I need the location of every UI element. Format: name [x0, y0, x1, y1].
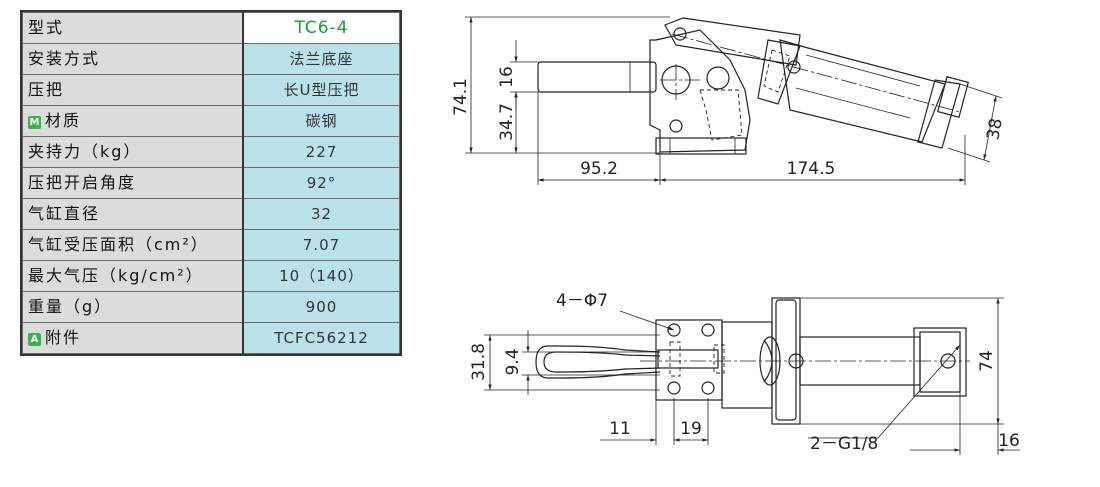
dim-hole-pitch: 19	[680, 419, 702, 439]
spec-row: M 材质 碳钢	[22, 105, 400, 137]
spec-label: 夹持力（kg）	[22, 136, 244, 168]
spec-value: TCFC56212	[242, 322, 400, 354]
spec-value: 32	[242, 198, 400, 230]
spec-value: 碳钢	[242, 105, 400, 137]
dim-port-offset: 16	[998, 431, 1020, 451]
dim-base-height: 34.7	[497, 103, 517, 141]
dim-width: 31.8	[469, 343, 489, 381]
spec-label: 最大气压（kg/cm²）	[22, 260, 244, 292]
accessory-badge-icon: A	[28, 333, 41, 346]
spec-label: 气缸直径	[22, 198, 244, 230]
top-view: 4－Φ7 31.8 9.4 11 19 2－G1/8 16 74	[469, 291, 1020, 455]
spec-label-cell: M 材质	[22, 105, 244, 137]
spec-row-model: 型式 TC6-4	[22, 12, 400, 44]
spec-row: 重量（g） 900	[22, 291, 400, 323]
spec-row: A 附件 TCFC56212	[22, 322, 400, 354]
dim-handle-width: 9.4	[503, 348, 523, 375]
spec-label: 型式	[22, 12, 244, 44]
dim-left-length: 95.2	[580, 159, 618, 179]
dim-height: 74	[977, 350, 997, 372]
spec-value: 900	[242, 291, 400, 323]
spec-value: 92°	[242, 167, 400, 199]
dim-height-total: 74.1	[451, 78, 471, 116]
spec-row: 最大气压（kg/cm²） 10（140）	[22, 260, 400, 292]
spec-label: 附件	[45, 328, 82, 347]
dim-cylinder: 38	[983, 117, 1006, 142]
dim-handle-height: 16	[497, 66, 517, 88]
spec-label: 材质	[45, 111, 82, 130]
spec-value: 长U型压把	[242, 74, 400, 106]
spec-row: 夹持力（kg） 227	[22, 136, 400, 168]
dim-holes: 4－Φ7	[556, 291, 608, 311]
spec-row: 气缸直径 32	[22, 198, 400, 230]
dim-port: 2－G1/8	[810, 434, 878, 454]
material-badge-icon: M	[28, 116, 41, 129]
spec-value: TC6-4	[242, 12, 400, 44]
spec-value: 法兰底座	[242, 43, 400, 75]
spec-value: 10（140）	[242, 260, 400, 292]
dim-right-length: 174.5	[787, 159, 836, 179]
dim-edge: 11	[609, 419, 631, 439]
spec-value: 227	[242, 136, 400, 168]
spec-label: 气缸受压面积（cm²）	[22, 229, 244, 261]
spec-label: 压把开启角度	[22, 167, 244, 199]
spec-label-cell: A 附件	[22, 322, 244, 354]
spec-row: 压把开启角度 92°	[22, 167, 400, 199]
side-view: 74.1 16 34.7 95.2 174.5 38	[451, 16, 1007, 185]
spec-row: 压把 长U型压把	[22, 74, 400, 106]
spec-label: 重量（g）	[22, 291, 244, 323]
spec-label: 压把	[22, 74, 244, 106]
